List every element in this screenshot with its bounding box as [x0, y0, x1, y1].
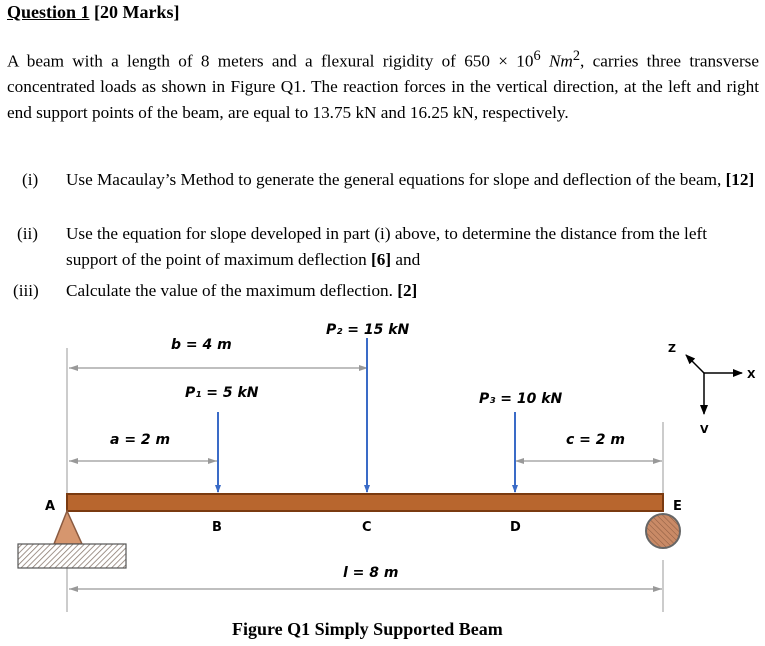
part-iii-marks: [2] [397, 281, 418, 300]
dim-a-left-arrow [69, 458, 78, 464]
ground-block [17, 543, 127, 569]
part-ii-label: (ii) [17, 224, 38, 243]
pin-support [52, 509, 84, 545]
part-iii-label: (iii) [13, 281, 39, 300]
axis-z-arrow [685, 354, 705, 374]
rigidity-exponent: 6 [533, 48, 541, 64]
rigidity-unit: Nm [548, 51, 573, 71]
question-heading: Question 1 [20 Marks] [7, 2, 180, 23]
dim-b-label: b = 4 m [171, 337, 232, 353]
point-e-label: E [673, 499, 682, 514]
beam [66, 493, 664, 512]
dim-b-right-arrow [359, 365, 368, 371]
unit-exponent: 2 [572, 48, 580, 64]
dim-l-right-arrow [653, 586, 662, 592]
question-label: Question 1 [7, 2, 90, 22]
axis-z-label: Z [668, 342, 676, 355]
dim-l-label: l = 8 m [343, 565, 398, 581]
question-marks: [20 Marks] [94, 2, 180, 22]
part-i-body: Use Macaulay’s Method to generate the ge… [66, 170, 722, 189]
dim-a-label: a = 2 m [110, 432, 170, 448]
problem-statement: A beam with a length of 8 meters and a f… [7, 44, 759, 125]
part-i-marks: [12] [725, 170, 755, 189]
part-ii-marks: [6] [371, 249, 392, 269]
dim-c-right-arrow [653, 458, 662, 464]
part-ii-body: Use the equation for slope developed in … [66, 224, 707, 269]
dim-b-left-arrow [69, 365, 78, 371]
point-b-label: B [212, 520, 222, 535]
dim-c-left-arrow [515, 458, 524, 464]
statement-text-2: , carries three transverse concentrated … [7, 51, 760, 122]
load-p1-label: P₁ = 5 kN [185, 385, 259, 401]
part-i-text: Use Macaulay’s Method to generate the ge… [66, 167, 759, 193]
figure-caption: Figure Q1 Simply Supported Beam [232, 619, 503, 639]
point-d-label: D [510, 520, 521, 535]
load-p3-label: P₃ = 10 kN [479, 391, 563, 407]
axis-x-label: X [747, 368, 756, 381]
point-c-label: C [362, 520, 372, 535]
axis-v-label: V [700, 423, 709, 436]
roller-support [645, 513, 681, 549]
axis-triad: Z X V [668, 342, 756, 436]
part-iii-text: Calculate the value of the maximum defle… [66, 278, 759, 304]
statement-text-1: A beam with a length of 8 meters and a f… [7, 51, 534, 71]
part-ii-text: Use the equation for slope developed in … [66, 221, 759, 272]
part-iii-body: Calculate the value of the maximum defle… [66, 281, 393, 300]
part-i-label: (i) [22, 170, 39, 189]
dim-c-label: c = 2 m [566, 432, 625, 448]
point-a-label: A [45, 499, 55, 514]
load-p2-label: P₂ = 15 kN [326, 322, 410, 338]
dim-a-right-arrow [208, 458, 217, 464]
dim-l-left-arrow [69, 586, 78, 592]
part-ii-suffix: and [395, 249, 421, 269]
